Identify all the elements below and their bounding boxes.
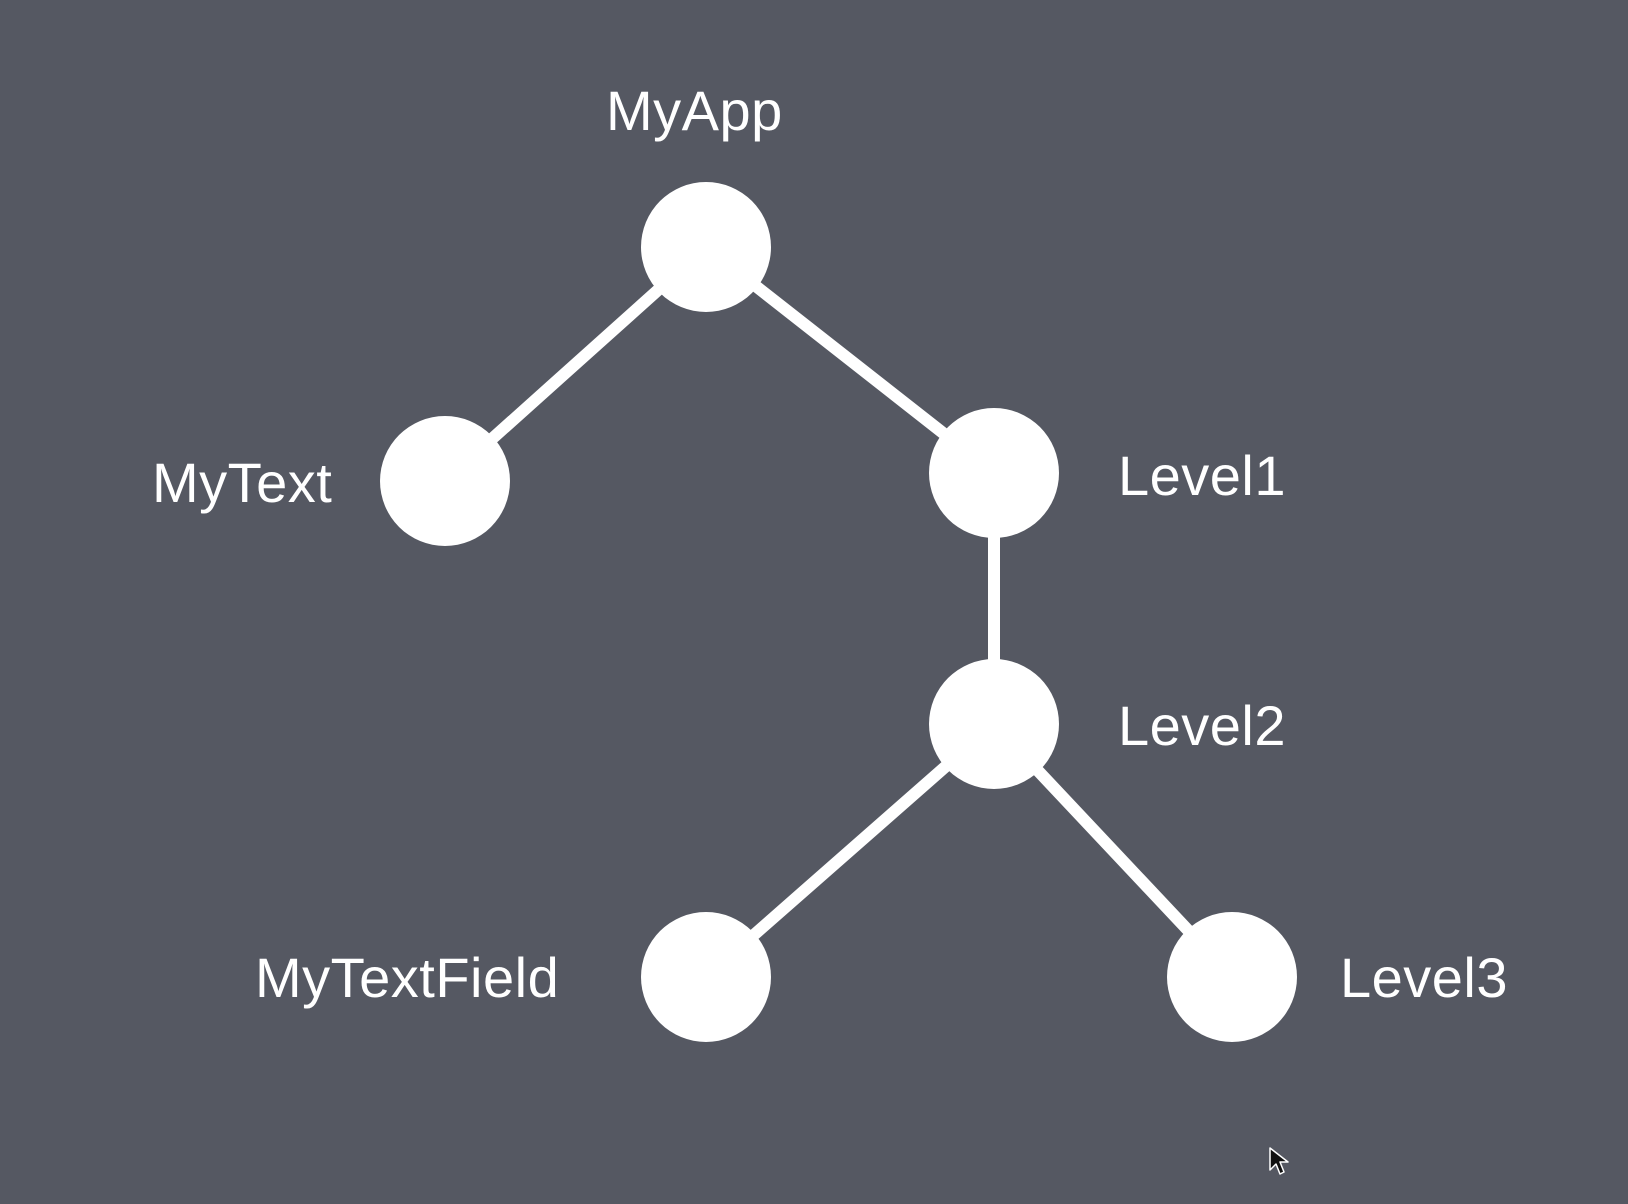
label-mytextfield: MyTextField <box>255 946 560 1009</box>
label-level3: Level3 <box>1340 946 1509 1009</box>
node-level3 <box>1167 912 1297 1042</box>
label-myapp: MyApp <box>606 79 783 142</box>
node-level1 <box>929 408 1059 538</box>
label-mytext: MyText <box>152 451 333 514</box>
node-level2 <box>929 659 1059 789</box>
node-mytext <box>380 416 510 546</box>
node-myapp <box>641 182 771 312</box>
label-level1: Level1 <box>1118 444 1287 507</box>
mouse-pointer-icon <box>1268 1146 1290 1183</box>
node-mytextfield <box>641 912 771 1042</box>
label-level2: Level2 <box>1118 694 1287 757</box>
